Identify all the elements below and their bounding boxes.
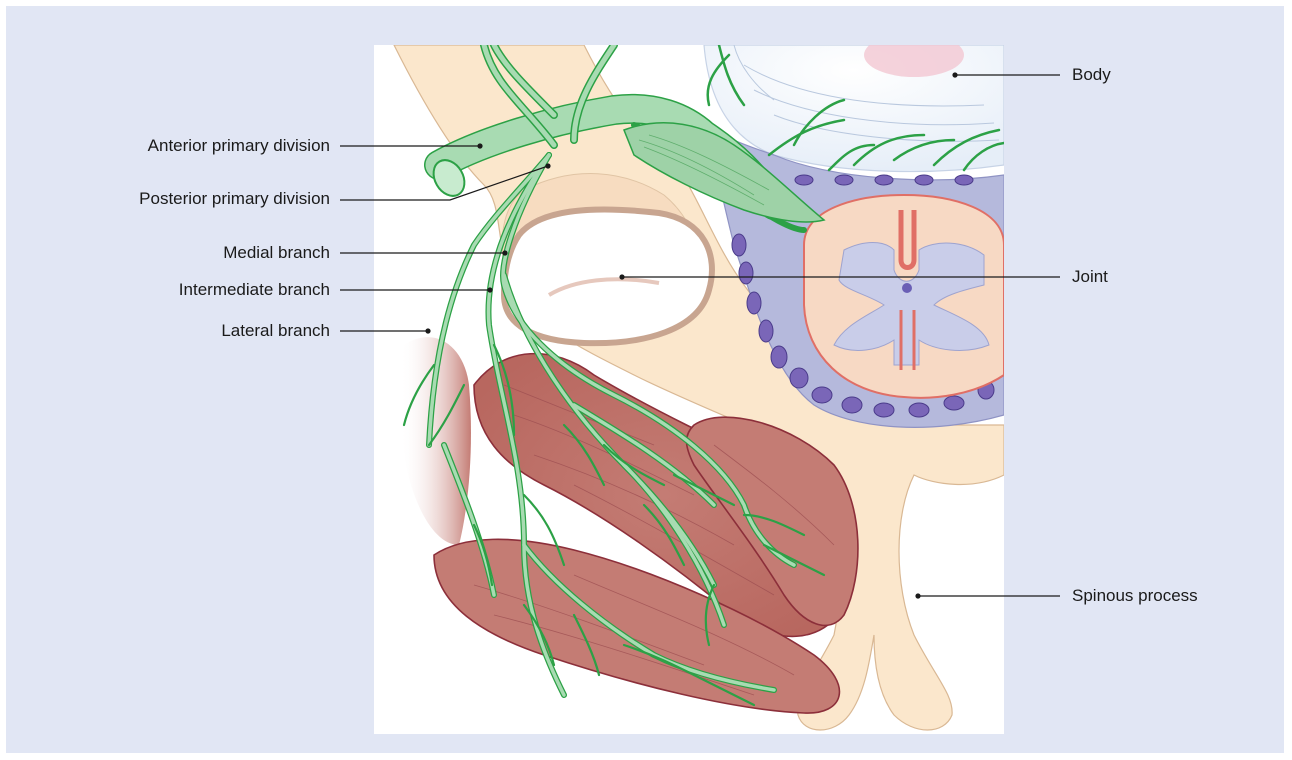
leader-posterior-primary-division [340, 166, 548, 200]
dot-spinous-process [915, 593, 920, 598]
dot-joint [619, 274, 624, 279]
label-joint: Joint [1072, 267, 1108, 287]
dot-anterior-primary-division [477, 143, 482, 148]
label-spinous-process: Spinous process [1072, 586, 1198, 606]
dot-posterior-primary-division [545, 163, 550, 168]
label-posterior-primary-division: Posterior primary division [139, 189, 330, 209]
dot-body [952, 72, 957, 77]
label-medial-branch: Medial branch [223, 243, 330, 263]
label-lateral-branch: Lateral branch [221, 321, 330, 341]
dot-lateral-branch [425, 328, 430, 333]
label-body: Body [1072, 65, 1111, 85]
dot-medial-branch [502, 250, 507, 255]
label-anterior-primary-division: Anterior primary division [148, 136, 330, 156]
dot-intermediate-branch [487, 287, 492, 292]
label-intermediate-branch: Intermediate branch [179, 280, 330, 300]
